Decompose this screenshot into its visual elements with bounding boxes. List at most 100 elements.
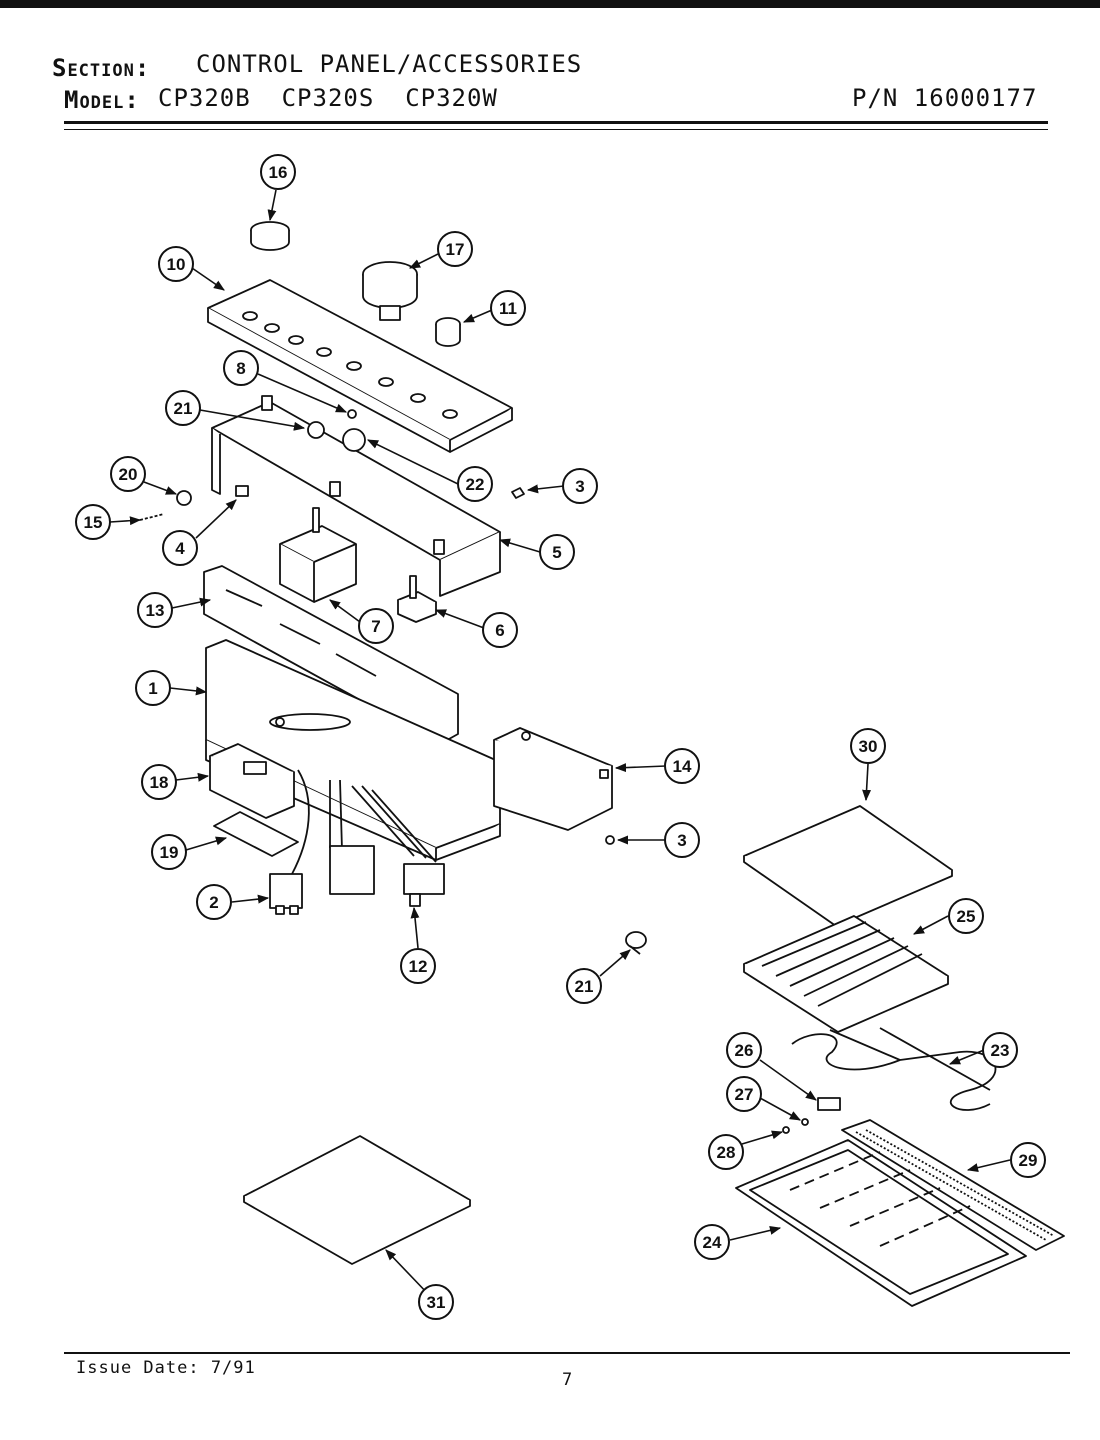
- callout-1: 1: [135, 670, 171, 706]
- svg-text:23: 23: [991, 1041, 1010, 1060]
- svg-text:14: 14: [673, 757, 692, 776]
- svg-text:8: 8: [236, 359, 245, 378]
- svg-text:3: 3: [575, 477, 584, 496]
- svg-text:31: 31: [427, 1293, 446, 1312]
- callout-3-lower: 3: [664, 822, 700, 858]
- callout-23: 23: [982, 1032, 1018, 1068]
- part-mount-plate: [213, 811, 299, 857]
- part-cover-plate: [243, 1135, 471, 1265]
- callout-15: 15: [75, 504, 111, 540]
- part-nut-small: [782, 1126, 790, 1134]
- svg-text:12: 12: [409, 957, 428, 976]
- model-label: Model:: [64, 86, 140, 114]
- part-number: P/N 16000177: [852, 84, 1038, 112]
- callout-29: 29: [1010, 1142, 1046, 1178]
- part-heating-element: [791, 1027, 997, 1111]
- model-numbers: CP320B CP320S CP320W: [158, 84, 498, 112]
- callout-2: 2: [196, 884, 232, 920]
- callout-21-lower: 21: [566, 968, 602, 1004]
- svg-text:7: 7: [371, 617, 380, 636]
- svg-text:5: 5: [552, 543, 561, 562]
- issue-date: Issue Date: 7/91: [76, 1358, 256, 1378]
- callout-14: 14: [664, 748, 700, 784]
- callout-12: 12: [400, 948, 436, 984]
- callout-4: 4: [162, 530, 198, 566]
- section-title: CONTROL PANEL/ACCESSORIES: [196, 50, 583, 78]
- callout-27: 27: [726, 1076, 762, 1112]
- callout-3: 3: [562, 468, 598, 504]
- part-rocker-switch: [397, 575, 437, 623]
- leader-lines: [109, 189, 1011, 1297]
- callout-31: 31: [418, 1284, 454, 1320]
- callout-7: 7: [358, 608, 394, 644]
- callout-19: 19: [151, 834, 187, 870]
- callout-11: 11: [490, 290, 526, 326]
- section-label: Section:: [52, 54, 151, 82]
- part-control-panel: [207, 279, 513, 453]
- part-junction-box: [493, 727, 613, 831]
- part-knob-insert: [625, 931, 647, 955]
- part-plug-connector: [269, 873, 303, 915]
- part-clip-lower: [605, 835, 615, 845]
- callout-5: 5: [539, 534, 575, 570]
- svg-text:29: 29: [1019, 1151, 1038, 1170]
- svg-text:17: 17: [446, 240, 465, 259]
- callout-22: 22: [457, 466, 493, 502]
- part-clip: [511, 487, 525, 499]
- part-terminal-block: [817, 1097, 841, 1111]
- callout-24: 24: [694, 1224, 730, 1260]
- footer-rule: [64, 1352, 1070, 1354]
- top-border: [0, 0, 1100, 8]
- svg-text:19: 19: [160, 843, 179, 862]
- svg-text:11: 11: [499, 299, 517, 318]
- svg-text:27: 27: [735, 1085, 754, 1104]
- part-knob-cap: [250, 221, 290, 251]
- svg-text:13: 13: [146, 601, 165, 620]
- svg-text:4: 4: [175, 539, 185, 558]
- svg-text:10: 10: [167, 255, 186, 274]
- header-rule-thick: [64, 121, 1048, 124]
- callout-bubbles: 16 17 10 11 8 21 22 20 3 15 4 5 13 7 6 1…: [75, 154, 1046, 1320]
- callout-8: 8: [223, 350, 259, 386]
- callout-13: 13: [137, 592, 173, 628]
- svg-text:3: 3: [677, 831, 686, 850]
- callout-30: 30: [850, 728, 886, 764]
- part-screw-long: [139, 513, 165, 521]
- callout-18: 18: [141, 764, 177, 800]
- svg-text:15: 15: [84, 513, 103, 532]
- part-switch-block: [279, 507, 357, 603]
- svg-text:24: 24: [703, 1233, 722, 1252]
- part-small-knob: [435, 317, 461, 347]
- svg-text:28: 28: [717, 1143, 736, 1162]
- svg-text:25: 25: [957, 907, 976, 926]
- part-washer: [176, 490, 192, 506]
- callout-6: 6: [482, 612, 518, 648]
- part-grill-grate: [743, 915, 949, 1033]
- svg-text:6: 6: [495, 621, 504, 640]
- part-drip-tray: [735, 1139, 1027, 1307]
- callout-21: 21: [165, 390, 201, 426]
- callout-16: 16: [260, 154, 296, 190]
- svg-text:21: 21: [174, 399, 193, 418]
- page-number: 7: [562, 1370, 573, 1390]
- part-griddle-cover: [743, 805, 953, 927]
- svg-text:20: 20: [119, 465, 138, 484]
- callout-25: 25: [948, 898, 984, 934]
- header-rule-thin: [64, 129, 1048, 130]
- svg-text:21: 21: [575, 977, 594, 996]
- svg-text:26: 26: [735, 1041, 754, 1060]
- svg-text:22: 22: [466, 475, 485, 494]
- callout-10: 10: [158, 246, 194, 282]
- callout-28: 28: [708, 1134, 744, 1170]
- callout-17: 17: [437, 231, 473, 267]
- exploded-parts-diagram: 16 17 10 11 8 21 22 20 3 15 4 5 13 7 6 1…: [75, 154, 1065, 1320]
- svg-text:18: 18: [150, 773, 169, 792]
- part-screw-small: [801, 1118, 809, 1126]
- svg-text:2: 2: [209, 893, 218, 912]
- part-element-guard: [841, 1119, 1065, 1251]
- part-screw: [347, 409, 357, 419]
- part-wire-connector: [329, 845, 445, 907]
- callout-20: 20: [110, 456, 146, 492]
- part-wire-harness: [291, 769, 310, 875]
- part-control-bracket: [211, 395, 501, 597]
